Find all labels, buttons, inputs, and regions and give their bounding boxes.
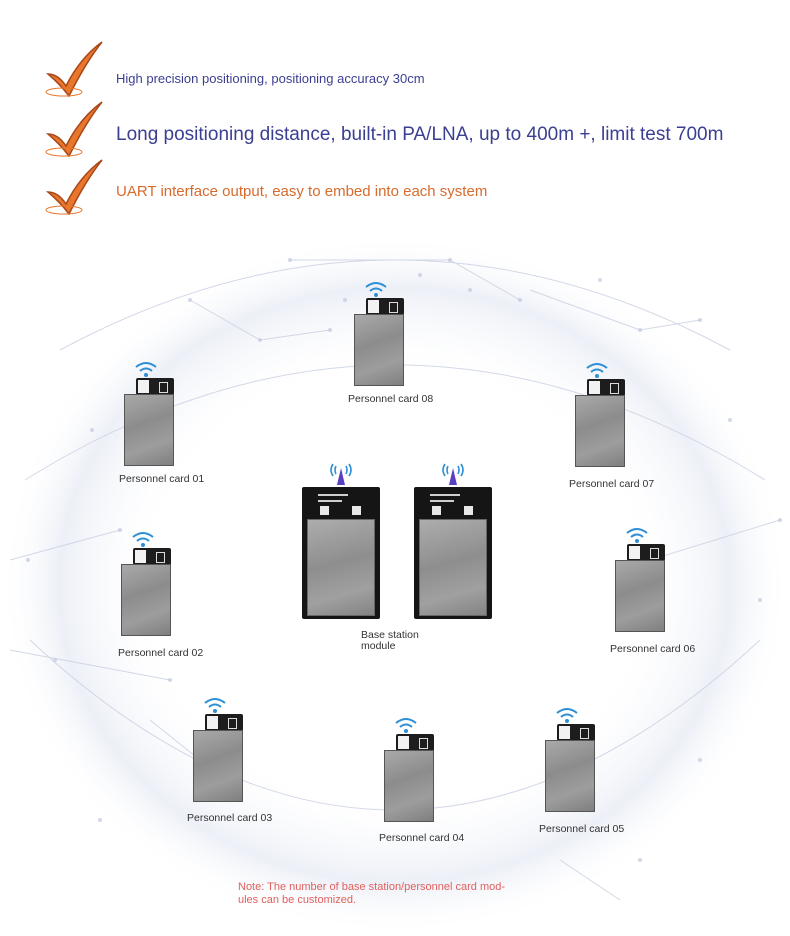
- card-label: Personnel card 02: [118, 647, 204, 659]
- module-shield: [124, 394, 174, 466]
- note-line: ules can be customized.: [238, 894, 357, 906]
- wifi-signal-icon: [626, 528, 648, 543]
- usb-connector: [557, 724, 595, 741]
- wifi-signal-icon: [586, 363, 608, 378]
- feature-item: UART interface output, easy to embed int…: [42, 158, 762, 218]
- module-shield: [615, 560, 665, 632]
- note-line: Note: The number of base station/personn…: [238, 881, 506, 893]
- wifi-signal-icon: [556, 708, 578, 723]
- feature-item: Long positioning distance, built-in PA/L…: [42, 100, 762, 160]
- usb-connector: [205, 714, 243, 731]
- module-shield: [545, 740, 595, 812]
- module-shield: [307, 519, 375, 616]
- feature-item: High precision positioning, positioning …: [42, 40, 762, 100]
- module-shield: [419, 519, 487, 616]
- wifi-signal-icon: [395, 718, 417, 733]
- card-label: Personnel card 05: [539, 823, 625, 835]
- pcb-silkscreen: [318, 494, 348, 502]
- card-label: Personnel card 03: [187, 812, 273, 824]
- usb-connector: [587, 379, 625, 396]
- wifi-signal-icon: [204, 698, 226, 713]
- check-mark-icon: [45, 101, 103, 158]
- base-station-label: Base station module: [361, 630, 419, 652]
- usb-connector: [133, 548, 171, 565]
- module-shield: [354, 314, 404, 386]
- base-pcb: [414, 487, 492, 619]
- usb-connector: [136, 378, 174, 395]
- wifi-signal-icon: [132, 532, 154, 547]
- module-shield: [193, 730, 243, 802]
- antenna-signal-icon: [442, 463, 464, 485]
- card-label: Personnel card 06: [610, 643, 696, 655]
- wifi-signal-icon: [365, 282, 387, 297]
- check-mark-icon: [45, 159, 103, 216]
- usb-connector: [366, 298, 404, 315]
- card-label: Personnel card 08: [348, 393, 434, 405]
- card-label: Personnel card 07: [569, 478, 655, 490]
- feature-text: Long positioning distance, built-in PA/L…: [116, 124, 724, 145]
- card-label: Personnel card 04: [379, 832, 465, 844]
- base-station-label-line: module: [361, 640, 396, 652]
- card-label: Personnel card 01: [119, 473, 205, 485]
- antenna-signal-icon: [330, 463, 352, 485]
- module-shield: [575, 395, 625, 467]
- feature-text: UART interface output, easy to embed int…: [116, 183, 488, 200]
- base-station-label-line: Base station: [361, 629, 419, 641]
- check-mark-icon: [45, 41, 103, 98]
- pcb-silkscreen: [430, 494, 460, 502]
- customization-note: Note: The number of base station/personn…: [238, 881, 538, 907]
- feature-text: High precision positioning, positioning …: [116, 71, 425, 86]
- wifi-signal-icon: [135, 362, 157, 377]
- module-shield: [121, 564, 171, 636]
- module-shield: [384, 750, 434, 822]
- base-pcb: [302, 487, 380, 619]
- usb-connector: [396, 734, 434, 751]
- usb-connector: [627, 544, 665, 561]
